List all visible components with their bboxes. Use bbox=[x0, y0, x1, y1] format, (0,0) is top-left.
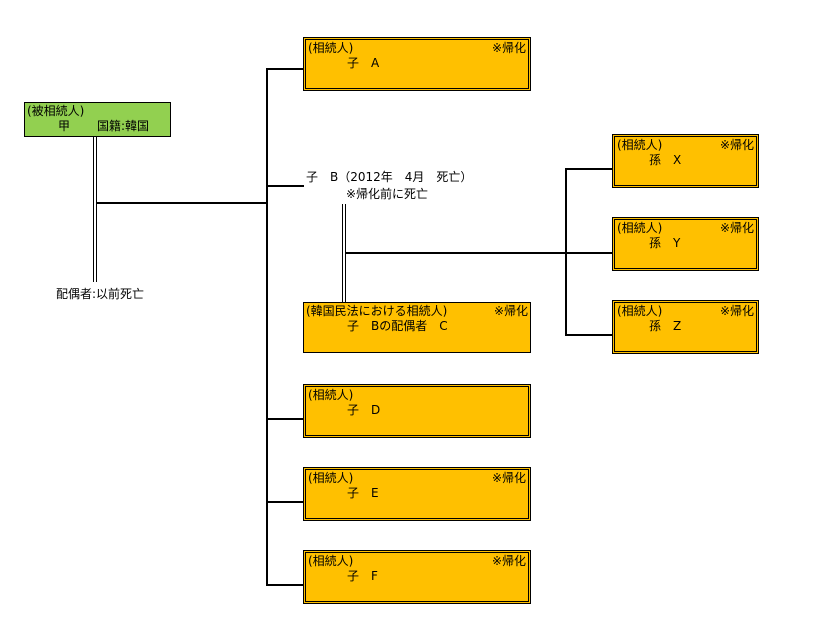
decedent-spouse-label: 配偶者:以前死亡 bbox=[56, 287, 145, 301]
branch-child-b bbox=[266, 185, 304, 187]
branch-grandchild-z bbox=[565, 334, 613, 336]
heir-box-child-b-spouse-c: (韓国民法における相続人) ※帰化 子 Bの配偶者 C bbox=[303, 302, 531, 353]
naturalized-note: ※帰化 bbox=[491, 41, 526, 55]
heir-name: 子 Bの配偶者 C bbox=[347, 319, 448, 333]
heir-name: 孫 Z bbox=[649, 319, 682, 333]
decedent-spouse-marriage-line bbox=[93, 136, 97, 282]
heir-name: 子 D bbox=[347, 403, 381, 417]
heir-box-child-f: (相続人) ※帰化 子 F bbox=[303, 550, 531, 604]
naturalized-note: ※帰化 bbox=[493, 304, 528, 318]
decedent-to-children-connector bbox=[96, 202, 268, 204]
heir-role: (相続人) bbox=[308, 41, 354, 55]
decedent-nationality: 国籍:韓国 bbox=[97, 119, 150, 133]
heir-box-child-e: (相続人) ※帰化 子 E bbox=[303, 467, 531, 521]
branch-child-d bbox=[266, 418, 304, 420]
heir-box-child-d: (相続人) 子 D bbox=[303, 384, 531, 438]
heir-box-grandchild-z: (相続人) ※帰化 孫 Z bbox=[612, 300, 759, 354]
deceased-child-b-note: ※帰化前に死亡 bbox=[346, 187, 429, 201]
heir-name: 子 E bbox=[347, 486, 379, 500]
grandchildren-trunk-line bbox=[565, 168, 567, 335]
heir-role: (韓国民法における相続人) bbox=[306, 304, 448, 318]
heir-name: 孫 Y bbox=[649, 236, 681, 250]
naturalized-note: ※帰化 bbox=[491, 471, 526, 485]
naturalized-note: ※帰化 bbox=[719, 138, 754, 152]
heir-box-grandchild-x: (相続人) ※帰化 孫 X bbox=[612, 134, 759, 188]
branch-child-f bbox=[266, 584, 304, 586]
decedent-box: (被相続人) 甲 国籍:韓国 bbox=[24, 102, 171, 137]
heir-role: (相続人) bbox=[308, 388, 354, 402]
branch-child-e bbox=[266, 501, 304, 503]
heir-role: (相続人) bbox=[308, 554, 354, 568]
heir-box-grandchild-y: (相続人) ※帰化 孫 Y bbox=[612, 217, 759, 271]
heir-role: (相続人) bbox=[617, 221, 663, 235]
decedent-name: 甲 bbox=[58, 119, 71, 133]
heir-name: 孫 X bbox=[649, 153, 682, 167]
heir-role: (相続人) bbox=[617, 304, 663, 318]
heir-box-child-a: (相続人) ※帰化 子 A bbox=[303, 37, 531, 91]
naturalized-note: ※帰化 bbox=[719, 304, 754, 318]
branch-grandchild-x bbox=[565, 168, 613, 170]
naturalized-note: ※帰化 bbox=[491, 554, 526, 568]
heir-name: 子 A bbox=[347, 56, 380, 70]
naturalized-note: ※帰化 bbox=[719, 221, 754, 235]
heir-role: (相続人) bbox=[617, 138, 663, 152]
heir-role: (相続人) bbox=[308, 471, 354, 485]
branch-child-a bbox=[266, 68, 304, 70]
children-trunk-line bbox=[266, 68, 268, 586]
deceased-child-b-label: 子 B（2012年 4月 死亡） bbox=[306, 170, 473, 184]
decedent-role: (被相続人) bbox=[27, 104, 85, 118]
heir-name: 子 F bbox=[347, 569, 378, 583]
child-b-to-grandchildren-connector bbox=[345, 252, 613, 254]
